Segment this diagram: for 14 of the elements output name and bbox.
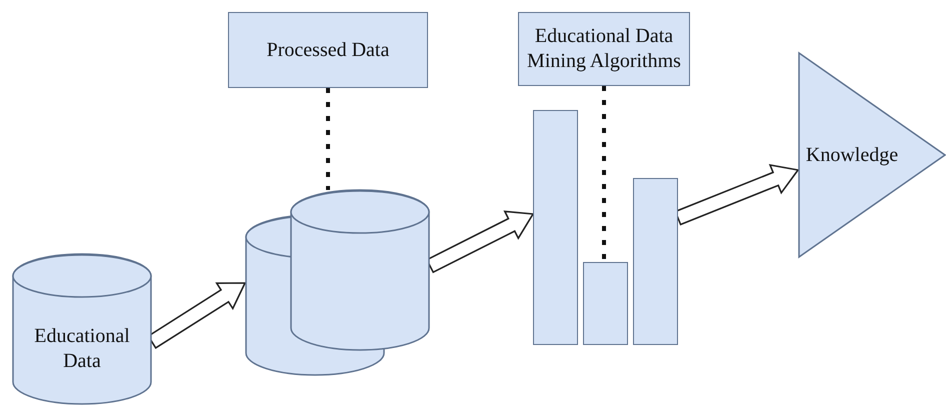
dotted-line (602, 86, 606, 262)
node-label: Educational Data Mining Algorithms (526, 24, 682, 74)
database-cylinder (290, 190, 430, 350)
node-label: Processed Data (266, 38, 390, 62)
bar (533, 110, 578, 345)
node-label: Knowledge (806, 142, 898, 168)
node-label: Educational Data (33, 324, 131, 374)
bar (633, 178, 678, 345)
process-box (228, 12, 428, 88)
database-cylinder (12, 254, 152, 404)
dotted-line (326, 88, 330, 190)
bar (583, 262, 628, 345)
process-box (518, 12, 690, 86)
output-triangle (798, 52, 946, 258)
